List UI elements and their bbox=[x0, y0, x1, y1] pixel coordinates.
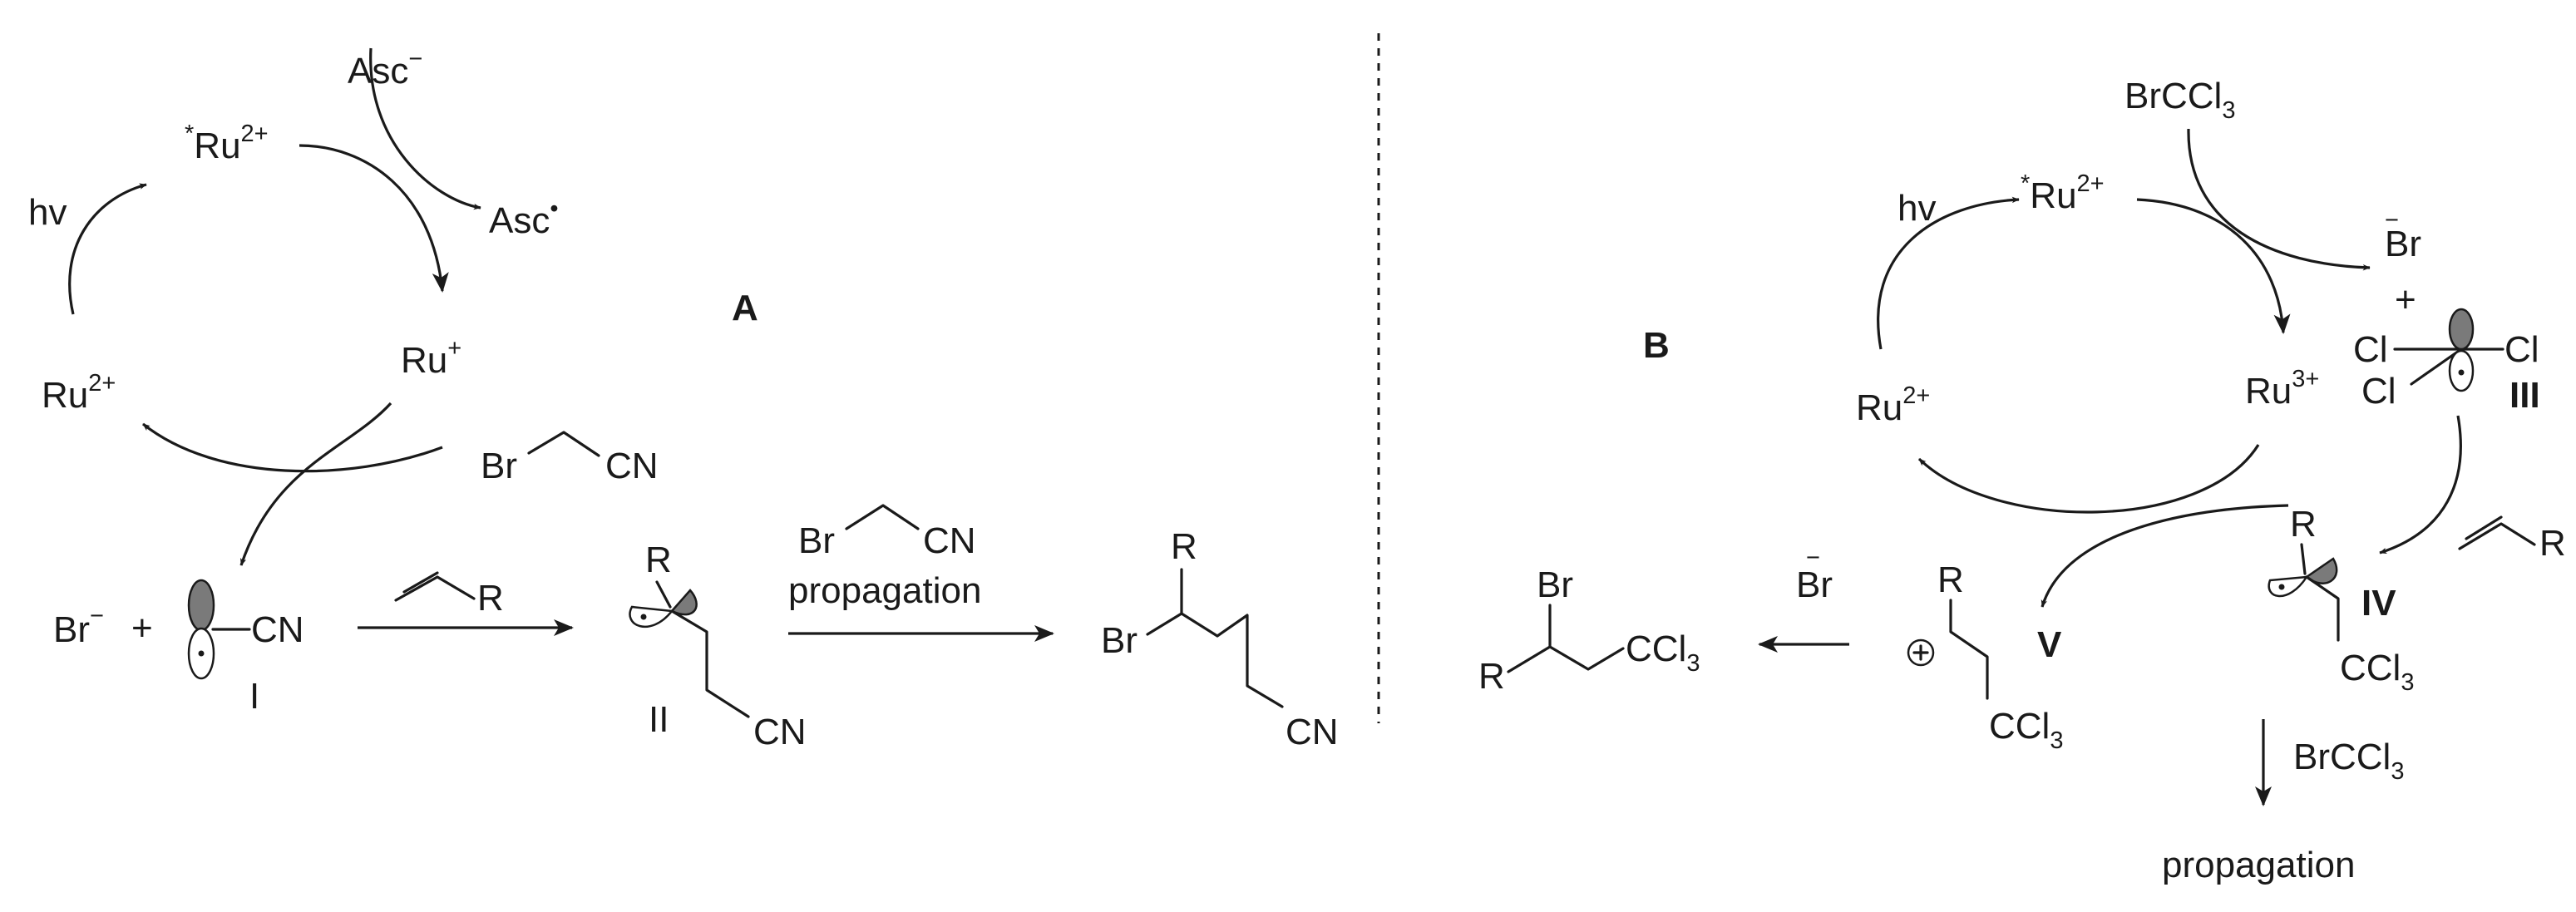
intermediate-IV: R IV CCl3 bbox=[2268, 504, 2414, 696]
propagation-label: propagation bbox=[2162, 845, 2355, 885]
bromotrichloromethane: BrCCl3 bbox=[2124, 76, 2235, 124]
svg-text:CCl3: CCl3 bbox=[1626, 629, 1700, 677]
alkene-reagent: R bbox=[394, 571, 504, 619]
panel-a-label: A bbox=[732, 288, 758, 328]
trichloromethyl-radical: Cl Cl Cl III bbox=[2353, 308, 2540, 416]
p-orbital-lobe bbox=[2268, 575, 2309, 598]
svg-text:Br: Br bbox=[798, 520, 835, 561]
svg-text:Cl: Cl bbox=[2361, 371, 2396, 412]
ru-excited-state: *Ru2+ bbox=[185, 121, 269, 166]
set-arrow bbox=[239, 402, 392, 566]
oxidative-quench-arrow bbox=[2136, 198, 2291, 334]
asc-arrow bbox=[369, 47, 481, 210]
svg-text:II: II bbox=[649, 699, 669, 740]
svg-text:CCl3: CCl3 bbox=[2340, 648, 2414, 696]
svg-text:R: R bbox=[2539, 523, 2566, 564]
light-hv: hv bbox=[28, 192, 67, 233]
propagation-label: propagation bbox=[788, 570, 981, 611]
intermediate-V: R V CCl3 bbox=[1907, 560, 2063, 754]
svg-text:R: R bbox=[645, 540, 672, 580]
product-a: R Br CN bbox=[1101, 526, 1339, 752]
radical-addition-arrow bbox=[2379, 415, 2462, 555]
svg-text:CN: CN bbox=[753, 712, 807, 752]
svg-text:R: R bbox=[1171, 526, 1197, 567]
ascorbate-anion: Asc− bbox=[348, 46, 422, 91]
panel-b: B BrCCl3 hv *Ru2+ Br− + Cl Cl Cl III Ru3… bbox=[1478, 76, 2566, 885]
svg-text:Br: Br bbox=[1537, 564, 1573, 605]
return-arrow bbox=[142, 422, 443, 473]
svg-text:R: R bbox=[1937, 560, 1964, 600]
return-arrow bbox=[1917, 444, 2260, 514]
quench-arrow bbox=[299, 144, 449, 293]
p-orbital-lobe bbox=[629, 605, 674, 628]
intermediate-I-label: I bbox=[249, 676, 259, 717]
light-hv: hv bbox=[1897, 188, 1936, 229]
bromide-anion: Br− bbox=[2385, 207, 2421, 264]
svg-text:Br: Br bbox=[1101, 620, 1137, 661]
radical-dot bbox=[2458, 369, 2465, 376]
intermediate-II: R II CN bbox=[629, 540, 807, 752]
hv-arrow bbox=[1877, 196, 2020, 350]
radical-dot bbox=[640, 614, 647, 620]
svg-text:CN: CN bbox=[923, 520, 976, 561]
ru-excited-state: *Ru2+ bbox=[2021, 170, 2105, 216]
panel-b-label: B bbox=[1643, 325, 1670, 366]
svg-text:Cl: Cl bbox=[2353, 329, 2388, 370]
ru-reduced: Ru+ bbox=[401, 335, 461, 381]
svg-text:V: V bbox=[2037, 624, 2062, 665]
plus-sign: + bbox=[131, 608, 153, 648]
panel-a: A Asc− *Ru2+ Asc• hv Ru+ Ru2+ Br CN Br− … bbox=[28, 46, 1339, 752]
bromotrichloromethane-2: BrCCl3 bbox=[2293, 737, 2404, 785]
ru-ground-state: Ru2+ bbox=[1856, 382, 1930, 428]
radical-dot bbox=[2278, 584, 2285, 590]
p-orbital-lobe bbox=[187, 579, 215, 632]
svg-text:R: R bbox=[477, 578, 504, 619]
svg-text:Cl: Cl bbox=[2504, 329, 2539, 370]
brccl3-arrow bbox=[2187, 128, 2371, 271]
intermediate-III-label: III bbox=[2509, 375, 2540, 416]
bromoacetonitrile: Br CN bbox=[481, 431, 659, 486]
bromoacetonitrile-2: Br CN bbox=[798, 504, 976, 561]
hv-arrow bbox=[68, 183, 147, 315]
bromide-anion: Br− bbox=[1796, 545, 1833, 605]
svg-text:Br: Br bbox=[481, 446, 517, 486]
plus-sign: + bbox=[2395, 279, 2416, 320]
svg-text:R: R bbox=[1478, 656, 1505, 697]
product-b: Br R CCl3 bbox=[1478, 564, 1700, 697]
ascorbate-radical: Asc• bbox=[489, 195, 559, 241]
oxidation-arrow bbox=[2041, 504, 2289, 608]
svg-text:CN: CN bbox=[251, 609, 304, 650]
ru-oxidized: Ru3+ bbox=[2245, 366, 2319, 412]
svg-text:CN: CN bbox=[1286, 712, 1339, 752]
svg-text:CCl3: CCl3 bbox=[1989, 706, 2063, 754]
bromide-anion: Br− bbox=[53, 603, 104, 650]
alkene-reagent: R bbox=[2458, 515, 2566, 564]
svg-text:CN: CN bbox=[605, 446, 659, 486]
svg-text:IV: IV bbox=[2361, 583, 2396, 624]
svg-text:R: R bbox=[2290, 504, 2317, 545]
ru-ground-state: Ru2+ bbox=[42, 370, 116, 416]
radical-dot bbox=[198, 650, 205, 657]
p-orbital-lobe bbox=[2448, 308, 2475, 351]
cyanomethyl-radical: CN I bbox=[187, 579, 304, 717]
p-orbital-lobe bbox=[669, 589, 698, 616]
